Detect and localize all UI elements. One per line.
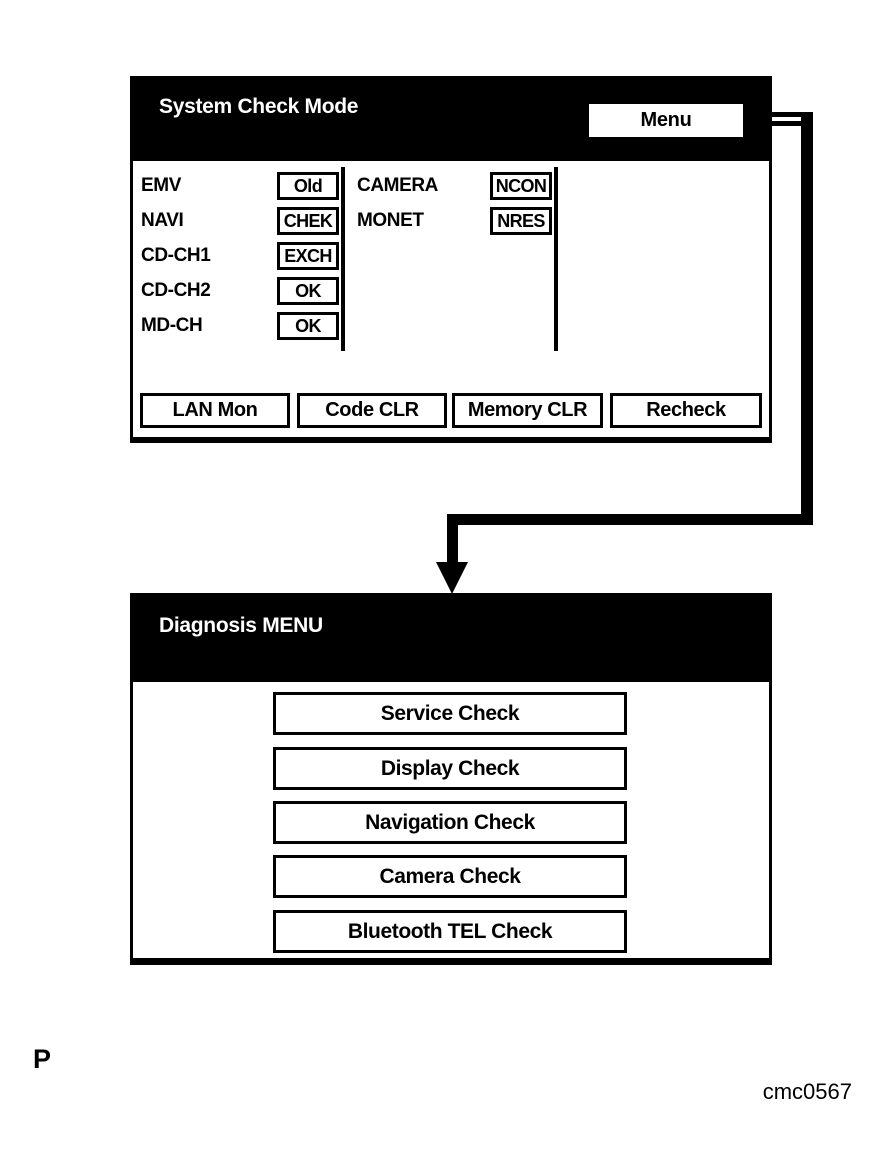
memory-clr-button[interactable]: Memory CLR [452,393,603,428]
column-divider [341,167,345,351]
check-row-cd-ch1: CD-CH1 EXCH [141,242,339,270]
connector-stub-bottom [743,121,813,126]
lan-mon-button[interactable]: LAN Mon [140,393,290,428]
item-label: MD-CH [141,315,203,336]
check-row-md-ch: MD-CH OK [141,312,339,340]
status-badge: OK [277,277,339,305]
status-badge: NRES [490,207,552,235]
recheck-button[interactable]: Recheck [610,393,762,428]
connector-stub-top [743,112,813,117]
service-check-button[interactable]: Service Check [273,692,627,735]
item-label: CD-CH1 [141,245,211,266]
item-label: CAMERA [357,175,438,196]
system-check-mode-screen: System Check Mode Menu EMV Old NAVI CHEK… [130,76,772,443]
camera-check-button[interactable]: Camera Check [273,855,627,898]
navigation-check-button[interactable]: Navigation Check [273,801,627,844]
connector-line-vertical-right [801,112,813,525]
display-check-button[interactable]: Display Check [273,747,627,790]
item-label: NAVI [141,210,184,231]
connector-line-vertical-left [447,514,458,564]
diagnosis-menu-screen: Diagnosis MENU Service Check Display Che… [130,593,772,965]
check-row-camera: CAMERA NCON [357,172,552,200]
diagnosis-menu-header-bar [133,596,769,682]
check-row-monet: MONET NRES [357,207,552,235]
item-label: CD-CH2 [141,280,211,301]
arrow-down-icon [436,562,468,594]
menu-button[interactable]: Menu [589,104,743,137]
item-label: MONET [357,210,424,231]
system-check-title: System Check Mode [159,95,359,118]
column-divider [554,167,558,351]
diagnosis-menu-title: Diagnosis MENU [159,614,323,637]
status-badge: Old [277,172,339,200]
status-badge: NCON [490,172,552,200]
code-clr-button[interactable]: Code CLR [297,393,447,428]
connector-line-horizontal [447,514,813,525]
status-badge: EXCH [277,242,339,270]
check-row-cd-ch2: CD-CH2 OK [141,277,339,305]
page-marker: P [33,1044,52,1074]
check-row-navi: NAVI CHEK [141,207,339,235]
status-badge: CHEK [277,207,339,235]
bluetooth-tel-check-button[interactable]: Bluetooth TEL Check [273,910,627,953]
item-label: EMV [141,175,181,196]
status-badge: OK [277,312,339,340]
figure-code: cmc0567 [762,1079,852,1104]
check-row-emv: EMV Old [141,172,339,200]
